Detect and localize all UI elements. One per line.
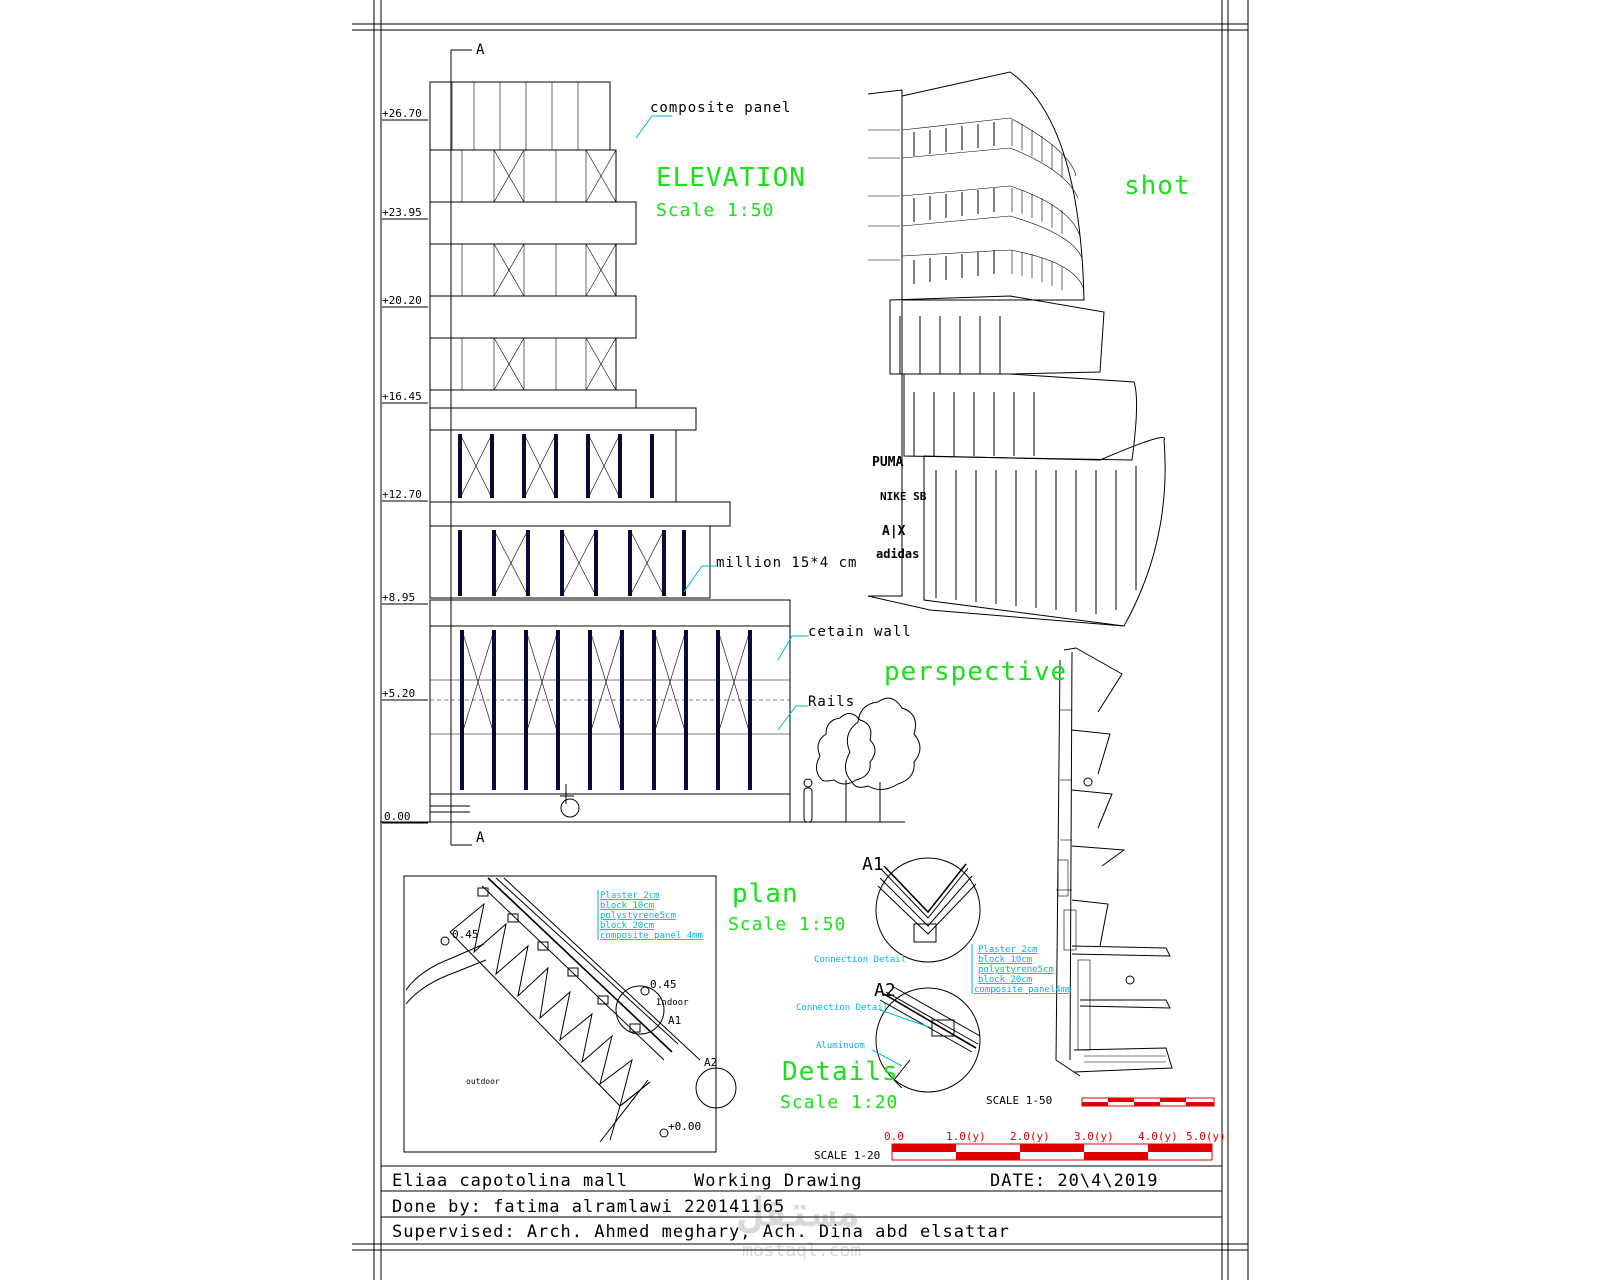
shot-3d-view: PUMA NIKE SB A|X adidas shot — [867, 71, 1191, 627]
plan-title: plan — [732, 879, 799, 909]
title-block: Eliaa capotolina mall Working Drawing DA… — [381, 1165, 1222, 1242]
plan-level-2: 0.45 — [650, 978, 677, 991]
plan-layer-block-20: block 20cm — [600, 921, 654, 931]
plan-outdoor: outdoor — [466, 1077, 500, 1086]
level-8-95: +8.95 — [382, 591, 415, 604]
brand-logo-ax: A|X — [882, 524, 906, 539]
plan-level-1: 0.45 — [452, 928, 479, 941]
scale-bar-20-label: SCALE 1-20 — [814, 1149, 880, 1162]
detail-layers-legend: Plaster 2cm block 10cm polystyrene5cm bl… — [971, 944, 1072, 995]
brand-logo-adidas: adidas — [876, 547, 919, 561]
level-20-20: +20.20 — [382, 294, 422, 307]
level-23-95: +23.95 — [382, 206, 422, 219]
plan-layer-plaster: Plaster 2cm — [600, 891, 660, 901]
watermark-latin: mostaql.com — [742, 1240, 861, 1261]
scale-bars: SCALE 1-50 0.0 1.0(y) 2.0(y) 3.0(y) 4.0(… — [814, 1094, 1226, 1162]
detail-layer-composite: composite panel4mm — [974, 985, 1072, 995]
level-0-00: 0.00 — [384, 810, 411, 823]
callout-million: million 15*4 cm — [716, 555, 857, 571]
level-16-45: +16.45 — [382, 390, 422, 403]
detail-aluminum: Aluminuom — [816, 1041, 865, 1051]
title-project-name: Eliaa capotolina mall — [392, 1171, 628, 1191]
level-markers: +26.70 +23.95 +20.20 +16.45 +12.70 +8.95… — [382, 107, 428, 824]
detail-a2-label: A2 — [874, 980, 896, 1001]
scale-bar-20-tick-0: 0.0 — [884, 1130, 904, 1143]
section-marker-top: A — [476, 42, 485, 58]
brand-logo-puma: PUMA — [872, 455, 903, 470]
plan-layer-block-10: block 10cm — [600, 901, 654, 911]
watermark: مستقل mostaql.com — [738, 1190, 861, 1261]
title-drawing-type: Working Drawing — [694, 1171, 863, 1191]
plan-a2: A2 — [704, 1056, 717, 1069]
title-done-by: Done by: fatima alramlawi 220141165 — [392, 1197, 785, 1217]
plan-scale: Scale 1:50 — [728, 914, 846, 935]
shot-label: shot — [1124, 171, 1191, 201]
plan-a1: A1 — [668, 1014, 681, 1027]
scale-bar-20-tick-5: 5.0(y) — [1186, 1130, 1226, 1143]
details-title: Details — [782, 1057, 899, 1087]
scale-bar-50-label: SCALE 1-50 — [986, 1094, 1052, 1107]
plan-layer-polystyrene: polystyrene5cm — [600, 911, 676, 921]
plan-indoor: Indoor — [656, 998, 689, 1008]
perspective-section: perspective — [884, 647, 1173, 1077]
scale-bar-20-tick-2: 2.0(y) — [1010, 1130, 1050, 1143]
title-date: DATE: 20\4\2019 — [990, 1171, 1159, 1191]
watermark-arabic: مستقل — [738, 1190, 860, 1236]
detail-layer-polystyrene: polystyrene5cm — [978, 965, 1054, 975]
detail-layer-plaster: Plaster 2cm — [978, 945, 1038, 955]
section-marker-bottom: A — [476, 830, 485, 846]
plan-level-3: +0.00 — [668, 1120, 701, 1133]
title-supervised: Supervised: Arch. Ahmed meghary, Ach. Di… — [392, 1222, 1010, 1242]
plan-drawing: 0.45 0.45 +0.00 Indoor outdoor A1 A2 Pla… — [403, 875, 846, 1153]
callout-composite-panel: composite panel — [650, 100, 791, 116]
details-scale: Scale 1:20 — [780, 1092, 898, 1113]
callout-rails: Rails — [808, 694, 855, 710]
detail-a1-label: A1 — [862, 854, 884, 875]
sheet-frame — [352, 0, 1249, 1280]
detail-connection-2: Connection Detail — [796, 1003, 888, 1013]
level-26-70: +26.70 — [382, 107, 422, 120]
plan-layers-legend: Plaster 2cm block 10cm polystyrene5cm bl… — [597, 890, 703, 941]
scale-bar-20-tick-1: 1.0(y) — [946, 1130, 986, 1143]
elevation-title: ELEVATION — [656, 163, 806, 193]
brand-logo-nike: NIKE SB — [880, 490, 927, 503]
perspective-label: perspective — [884, 657, 1067, 687]
scale-bar-20-tick-4: 4.0(y) — [1138, 1130, 1178, 1143]
callout-curtain-wall: cetain wall — [808, 624, 912, 640]
detail-layer-block-20: block 20cm — [978, 975, 1032, 985]
detail-connection-1: Connection Detail — [814, 955, 906, 965]
scale-bar-20-ticks: 0.0 1.0(y) 2.0(y) 3.0(y) 4.0(y) 5.0(y) — [884, 1130, 1226, 1143]
elevation-scale: Scale 1:50 — [656, 200, 774, 221]
level-12-70: +12.70 — [382, 488, 422, 501]
detail-layer-block-10: block 10cm — [978, 955, 1032, 965]
plan-layer-composite: composite panel 4mm — [600, 931, 703, 941]
details-drawing: A1 Connection Detail A2 Connection Detai… — [780, 854, 1072, 1113]
level-5-20: +5.20 — [382, 687, 415, 700]
elevation-drawing: A A — [380, 42, 921, 846]
scale-bar-20-tick-3: 3.0(y) — [1074, 1130, 1114, 1143]
